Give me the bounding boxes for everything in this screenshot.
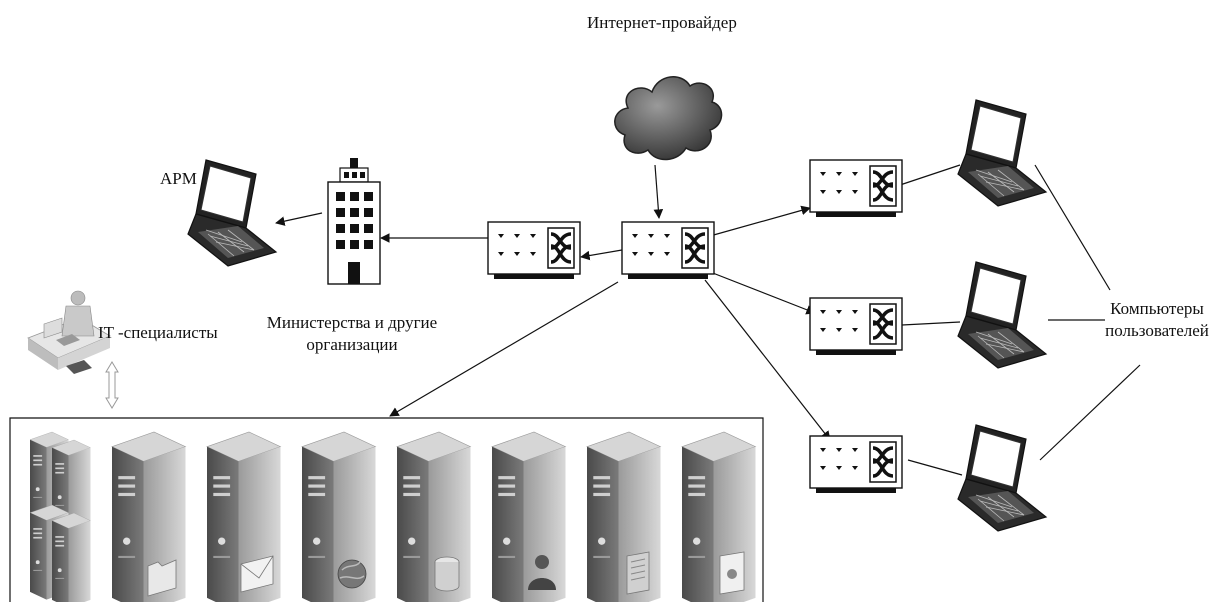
link-switch-laptop-top: [899, 164, 961, 186]
server-row: [111, 431, 757, 602]
users-label-line2: пользователей: [1105, 321, 1209, 340]
ministries-label: Министерства и другие организации: [262, 312, 442, 356]
tower-server-icon-document: [586, 431, 662, 602]
server-rack-icon: [29, 431, 91, 602]
it-operator-icon: [27, 290, 111, 374]
laptop-icon-user-1: [957, 99, 1047, 207]
connections: [275, 164, 1141, 476]
folder-icon: [147, 559, 177, 597]
laptop-icon-user-3: [957, 424, 1047, 532]
link-cloud-core: [653, 164, 664, 219]
apm-label: АРМ: [160, 169, 197, 188]
ministries-label-line2: организации: [306, 335, 398, 354]
tower-server-icon-database: [396, 431, 472, 602]
link-label-laptop-bottom: [1039, 364, 1141, 461]
network-switch-icon-core: [620, 220, 716, 281]
tower-server-icon-certificate: [681, 431, 757, 602]
database-icon: [434, 556, 460, 592]
ministries-label-line1: Министерства и другие: [266, 313, 438, 332]
network-switch-icon-bottom: [808, 434, 904, 495]
link-core-switch-bottom: [704, 279, 831, 441]
cloud-icon: [614, 76, 723, 161]
office-building-icon: [327, 158, 381, 285]
isp-label: Интернет-провайдер: [587, 13, 737, 32]
laptop-icon-user-2: [957, 261, 1047, 369]
users-label-line1: Компьютеры: [1110, 299, 1204, 318]
laptop-icon-apm: [187, 159, 277, 267]
globe-icon: [337, 559, 367, 589]
user-icon: [528, 555, 556, 590]
network-switch-icon-left: [486, 220, 582, 281]
server-panel: [9, 417, 764, 602]
it-specialists-label: IT -специалисты: [98, 323, 218, 342]
link-core-servers: [389, 281, 619, 417]
users-label: Компьютеры пользователей: [1098, 298, 1215, 342]
tower-server-icon-user: [491, 431, 567, 602]
link-switch-laptop-bottom: [907, 459, 963, 476]
link-building-apm: [275, 212, 323, 226]
network-switch-icon-mid: [808, 296, 904, 357]
link-label-laptop-top: [1034, 164, 1111, 291]
network-switch-icon-top: [808, 158, 904, 219]
link-core-switch-left: [580, 249, 623, 261]
document-icon: [626, 551, 650, 595]
link-core-switch-mid: [699, 267, 816, 315]
link-switch-laptop-mid: [901, 321, 961, 326]
mail-icon: [240, 555, 274, 593]
link-core-switch-top: [709, 205, 811, 237]
double-arrow-icon: [105, 361, 119, 409]
certificate-icon: [719, 551, 745, 595]
